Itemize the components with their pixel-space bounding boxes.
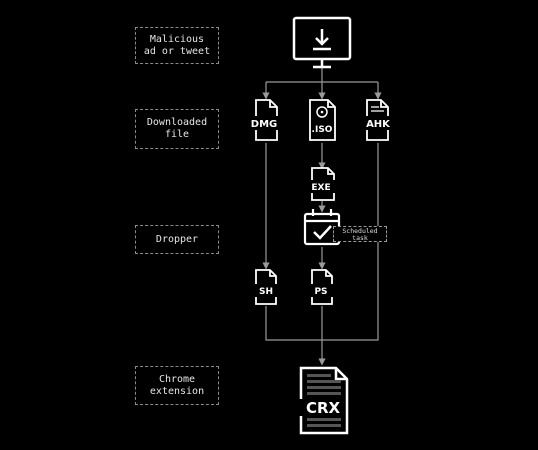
exe-label: EXE bbox=[311, 183, 330, 193]
stage-dropper: Dropper bbox=[135, 225, 219, 254]
disc-icon bbox=[316, 106, 328, 118]
iso-label: .ISO bbox=[312, 125, 333, 135]
dmg-label: DMG bbox=[251, 119, 277, 130]
scheduled-task-note: Scheduled task bbox=[333, 226, 387, 242]
crx-label: CRX bbox=[306, 399, 341, 417]
exe-file-icon: EXE bbox=[307, 167, 335, 201]
connector-lines bbox=[262, 68, 382, 366]
stage-downloaded-file: Downloaded file bbox=[135, 109, 219, 149]
stage-malicious-ad: Malicious ad or tweet bbox=[135, 27, 219, 64]
crx-file-icon: CRX bbox=[299, 366, 349, 435]
monitor-download-icon bbox=[292, 16, 352, 69]
ps-file-icon: PS bbox=[309, 269, 335, 305]
ps-label: PS bbox=[314, 287, 327, 297]
sh-file-icon: SH bbox=[253, 269, 279, 305]
dmg-file-icon: DMG bbox=[250, 99, 278, 141]
ahk-label: AHK bbox=[366, 119, 391, 130]
sh-label: SH bbox=[259, 287, 273, 297]
ahk-file-icon: AHK bbox=[364, 99, 392, 141]
iso-file-icon: .ISO bbox=[309, 99, 336, 141]
stage-chrome-extension: Chrome extension bbox=[135, 366, 219, 405]
